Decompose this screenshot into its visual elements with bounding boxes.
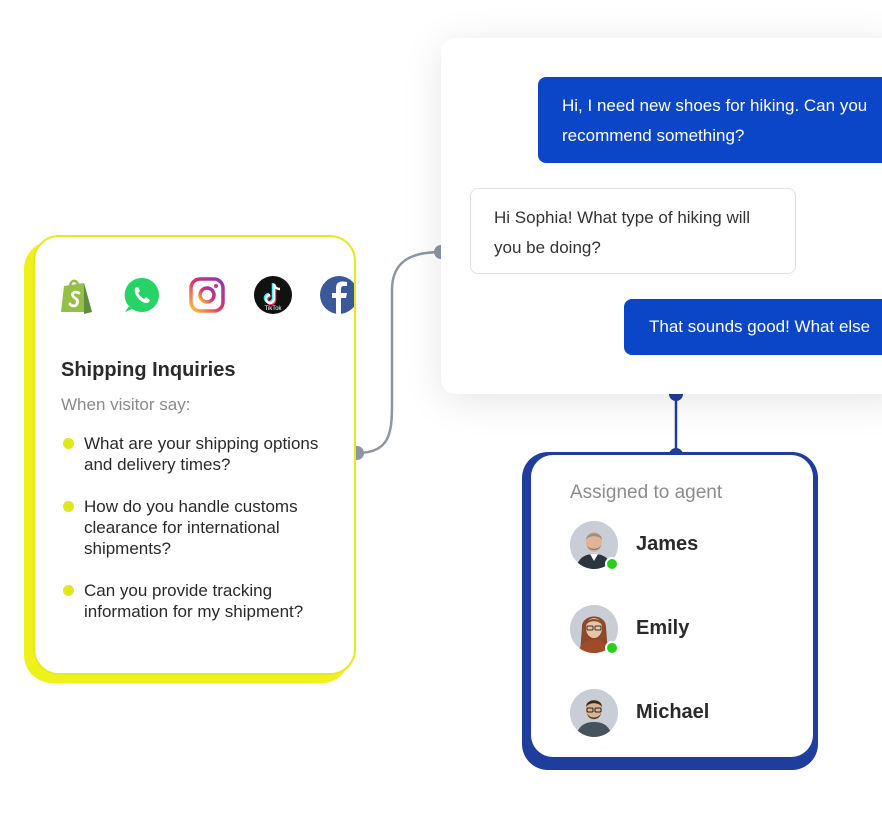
question-item: What are your shipping options and deliv…	[61, 433, 341, 475]
chat-panel: Hi, I need new shoes for hiking. Can you…	[441, 38, 882, 394]
svg-text:TikTok: TikTok	[264, 306, 282, 312]
avatar	[570, 521, 618, 569]
shopify-icon	[57, 275, 97, 315]
question-text: How do you handle customs clearance for …	[84, 497, 298, 558]
question-item: Can you provide tracking information for…	[61, 580, 341, 622]
chat-message-visitor: That sounds good! What else	[624, 299, 882, 355]
agent-row-james[interactable]: James	[570, 521, 800, 571]
whatsapp-icon	[122, 275, 162, 315]
agent-card[interactable]: Assigned to agent James	[531, 455, 813, 757]
bullet-dot-icon	[63, 501, 74, 512]
trigger-to-chat-connector	[356, 250, 442, 455]
avatar	[570, 689, 618, 737]
trigger-title: Shipping Inquiries	[61, 359, 236, 381]
agent-name: Emily	[636, 617, 690, 639]
chat-message-visitor: Hi, I need new shoes for hiking. Can you…	[538, 77, 882, 163]
question-text: Can you provide tracking information for…	[84, 581, 304, 621]
facebook-icon	[319, 275, 354, 315]
chat-message-bot: Hi Sophia! What type of hiking will you …	[470, 188, 796, 274]
channel-icons: TikTok	[57, 275, 354, 317]
question-item: How do you handle customs clearance for …	[61, 496, 341, 559]
tiktok-icon: TikTok	[253, 275, 293, 315]
bullet-dot-icon	[63, 585, 74, 596]
agent-row-emily[interactable]: Emily	[570, 605, 800, 655]
online-status-icon	[605, 641, 619, 655]
question-list: What are your shipping options and deliv…	[61, 433, 341, 643]
trigger-subtitle: When visitor say:	[61, 395, 191, 414]
instagram-icon	[187, 275, 227, 315]
agent-name: James	[636, 533, 699, 555]
agent-name: Michael	[636, 701, 710, 723]
online-status-icon	[605, 557, 619, 571]
agent-heading: Assigned to agent	[570, 482, 723, 503]
trigger-card[interactable]: TikTok Shipping Inquiries When visitor s…	[33, 235, 356, 675]
agent-row-michael[interactable]: Michael	[570, 689, 800, 739]
bullet-dot-icon	[63, 438, 74, 449]
question-text: What are your shipping options and deliv…	[84, 434, 319, 474]
